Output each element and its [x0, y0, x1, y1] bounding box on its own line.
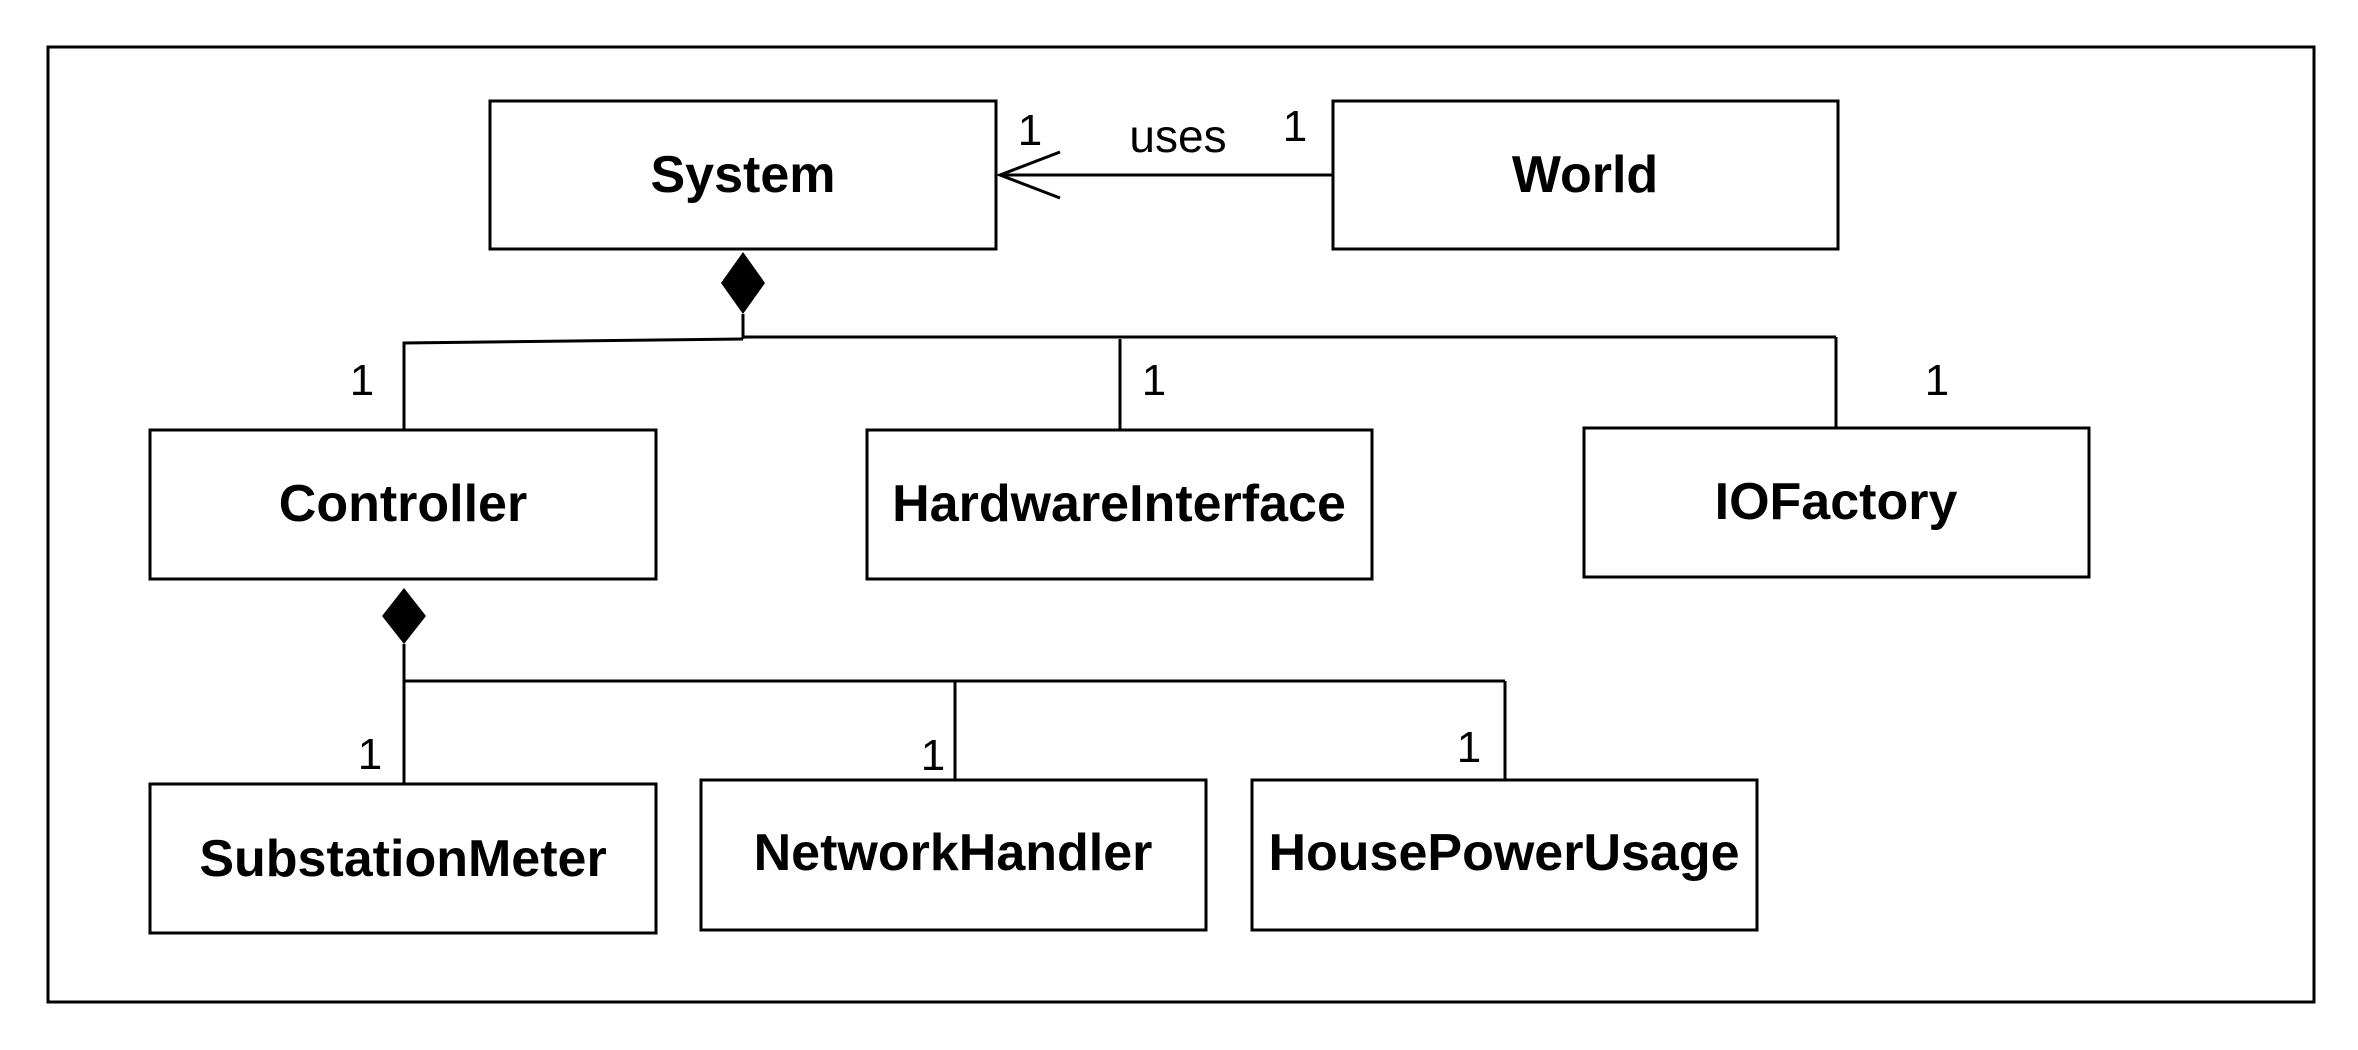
multiplicity-house-power-usage: 1 [1457, 723, 1481, 772]
class-name-hardware-interface: HardwareInterface [892, 475, 1346, 533]
class-name-io-factory: IOFactory [1715, 473, 1958, 531]
controller-composition-diamond [382, 588, 426, 644]
class-hardware-interface[interactable]: HardwareInterface [865, 428, 1374, 581]
class-name-controller: Controller [279, 475, 527, 533]
multiplicity-io-factory: 1 [1925, 356, 1949, 405]
class-name-system: System [651, 146, 836, 204]
class-network-handler[interactable]: NetworkHandler [699, 778, 1208, 932]
class-controller[interactable]: Controller [148, 428, 658, 581]
class-io-factory[interactable]: IOFactory [1582, 426, 2091, 579]
class-name-house-power-usage: HousePowerUsage [1268, 824, 1739, 882]
class-substation-meter[interactable]: SubstationMeter [148, 782, 658, 935]
diagram-frame [46, 45, 2316, 1004]
system-composition-diamond [721, 252, 765, 314]
uses-arrowhead [995, 150, 1061, 200]
class-name-substation-meter: SubstationMeter [199, 830, 606, 888]
class-world[interactable]: World [1331, 99, 1840, 251]
uses-source-multiplicity: 1 [1283, 102, 1307, 151]
class-house-power-usage[interactable]: HousePowerUsage [1250, 778, 1759, 932]
multiplicity-hardware-interface: 1 [1142, 356, 1166, 405]
uses-label: uses [1129, 110, 1226, 162]
multiplicity-controller: 1 [350, 356, 374, 405]
system-to-controller-connector [402, 337, 744, 430]
class-name-network-handler: NetworkHandler [754, 824, 1153, 882]
multiplicity-network-handler: 1 [921, 731, 945, 780]
class-system[interactable]: System [488, 99, 998, 251]
uses-target-multiplicity: 1 [1018, 106, 1042, 155]
class-name-world: World [1512, 146, 1658, 204]
multiplicity-substation-meter: 1 [358, 730, 382, 779]
